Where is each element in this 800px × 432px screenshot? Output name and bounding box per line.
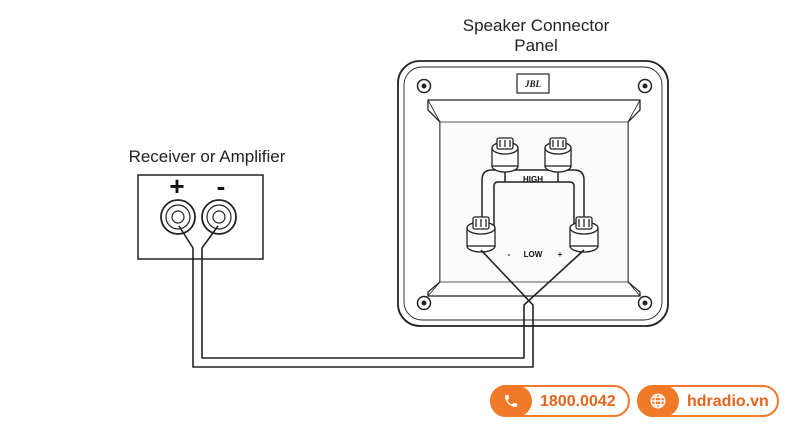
phone-number: 1800.0042 (540, 393, 616, 410)
panel-screw (416, 78, 432, 94)
panel-title-line1: Speaker Connector (463, 16, 610, 35)
receiver-plus-label: + (169, 171, 184, 201)
phone-pill[interactable]: 1800.0042 (490, 385, 630, 417)
panel-screw (416, 295, 432, 311)
high-plus-terminal (544, 137, 572, 173)
receiver-panel: + - (137, 171, 264, 260)
website-url: hdradio.vn (687, 393, 769, 410)
low-label: LOW (524, 250, 543, 259)
panel-screw (637, 295, 653, 311)
receiver-plus-terminal (160, 199, 196, 235)
jbl-logo-plate (516, 73, 550, 94)
website-pill[interactable]: hdradio.vn (637, 385, 779, 417)
high-minus-terminal (491, 137, 519, 173)
speaker-connector-panel: JBL HIGH LOW - + (397, 60, 669, 327)
low-plus-terminal (569, 216, 599, 253)
speaker-cable (178, 225, 585, 368)
receiver-title: Receiver or Amplifier (129, 147, 286, 166)
low-minus-terminal (466, 216, 496, 253)
phone-icon (490, 385, 532, 417)
low-plus-label: + (558, 250, 563, 259)
high-label: HIGH (523, 175, 543, 184)
panel-title-line2: Panel (514, 36, 557, 55)
receiver-minus-label: - (217, 171, 226, 201)
low-minus-label: - (508, 250, 511, 259)
jbl-logo: JBL (524, 79, 542, 89)
globe-icon (637, 385, 679, 417)
receiver-minus-terminal (201, 199, 237, 235)
panel-screw (637, 78, 653, 94)
